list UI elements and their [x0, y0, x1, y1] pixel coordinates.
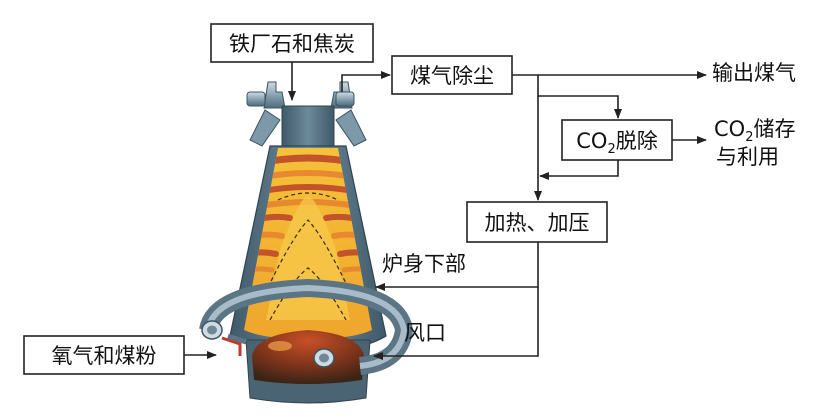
label-co2-storage-line1: CO2储存: [714, 117, 795, 145]
furnace-throat: [281, 105, 335, 151]
arrow-co2-return: [539, 160, 619, 180]
arrow-to-tuyere: [373, 287, 539, 360]
flow-arrows: [184, 62, 707, 360]
label-heat-pressurize: 加热、加压: [485, 211, 590, 235]
label-iron-ore-coke: 铁厂石和焦炭: [229, 32, 355, 56]
label-oxygen-coal: 氧气和煤粉: [52, 344, 157, 368]
arrow-to-dedust: [341, 71, 391, 92]
box-iron-ore-coke: 铁厂石和焦炭: [210, 23, 374, 63]
arrow-to-co2-removal: [537, 75, 622, 119]
label-furnace-lower: 炉身下部: [382, 252, 466, 276]
bustle-pipe: [199, 278, 414, 375]
label-co2-storage-line2: 与利用: [716, 145, 779, 169]
furnace-top-pipes: [246, 81, 367, 147]
blast-furnace-illustration: [199, 81, 414, 404]
label-co2-removal: CO2脱除: [576, 129, 657, 157]
label-tuyere: 风口: [404, 321, 446, 345]
box-co2-removal: CO2脱除: [561, 119, 673, 161]
box-gas-dedust: 煤气除尘: [391, 55, 513, 95]
box-heat-pressurize: 加热、加压: [466, 201, 608, 243]
box-oxygen-coal: 氧气和煤粉: [23, 335, 185, 375]
label-output-gas: 输出煤气: [712, 61, 796, 85]
label-gas-dedust: 煤气除尘: [410, 64, 494, 88]
